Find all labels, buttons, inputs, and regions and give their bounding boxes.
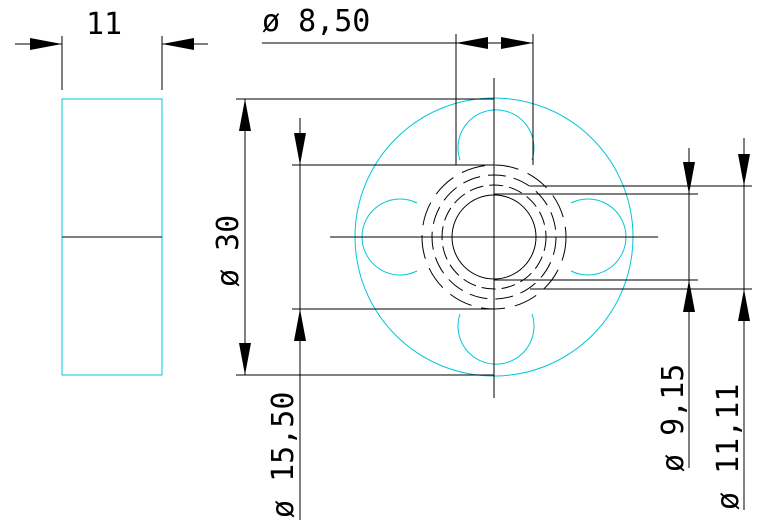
arrow-left — [30, 38, 62, 50]
lobe-top — [457, 109, 535, 161]
dimension-outer: ø 30 — [211, 98, 494, 376]
front-view — [330, 78, 658, 398]
arrow-outer-top — [239, 99, 251, 131]
side-view — [61, 98, 163, 376]
arrow-outer-bottom — [239, 343, 251, 375]
bore-circle — [451, 194, 537, 280]
dimension-inner: ø 15,50 — [266, 118, 494, 520]
arrow-bore-right — [501, 37, 533, 49]
dimension-text-9-15: ø 9,15 — [656, 364, 691, 472]
arrow-9-15-top — [683, 162, 695, 194]
arrow-11-11-top — [738, 154, 750, 186]
arrow-inner-bottom — [294, 309, 306, 341]
dimension-width: 11 — [15, 7, 208, 90]
dashed-ring-middle — [431, 174, 557, 300]
arrow-inner-top — [294, 133, 306, 165]
arrow-bore-left — [456, 37, 488, 49]
lobe-bottom — [457, 313, 535, 365]
dimension-text-inner: ø 15,50 — [266, 392, 301, 518]
arrow-right — [162, 38, 194, 50]
arrow-9-15-bottom — [683, 280, 695, 312]
dimension-text-bore: ø 8,50 — [262, 4, 370, 39]
dimension-bore: ø 8,50 — [262, 4, 534, 165]
arrow-11-11-bottom — [738, 289, 750, 321]
dimension-text-width: 11 — [86, 7, 122, 42]
dimension-9-15: ø 9,15 — [494, 148, 698, 472]
dimension-11-11: ø 11,11 — [530, 138, 752, 510]
dashed-ring-inner — [441, 184, 547, 290]
dimension-text-11-11: ø 11,11 — [711, 384, 746, 510]
dimension-text-outer: ø 30 — [211, 215, 246, 287]
